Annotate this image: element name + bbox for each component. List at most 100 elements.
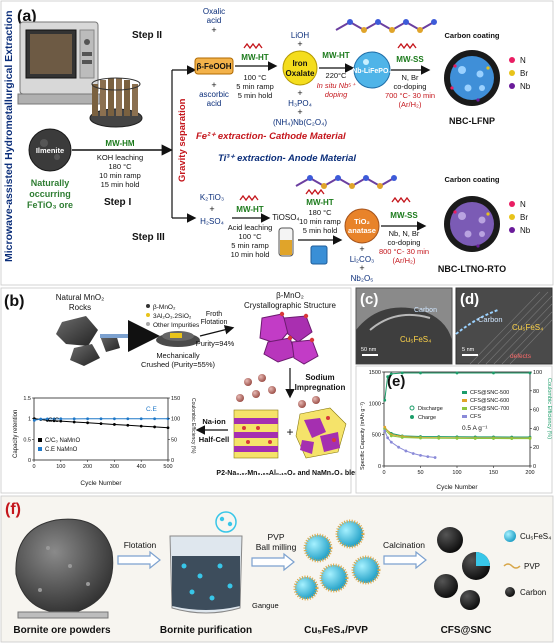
retention-ytick-label: 0: [28, 458, 31, 464]
discharge-label: Discharge: [418, 406, 443, 412]
capacity-legend-swatch-2: [462, 399, 467, 402]
panel-f-label: (f): [5, 501, 21, 518]
retention-y2tick-label: 150: [171, 396, 180, 402]
capacity-xtick-label: 50: [417, 470, 423, 476]
retention-series-1-point: [39, 417, 43, 421]
mwht4-line-2: 10 min ramp: [299, 217, 341, 226]
retention-series-0-point: [126, 423, 130, 427]
nbc-lfnp-particle: [444, 50, 500, 106]
retention-y2tick-label: 100: [171, 417, 180, 423]
mwss2-label: MW-SS: [390, 211, 418, 220]
tio2-anatase-sphere: [344, 208, 380, 244]
legend-pvp-line: [503, 563, 521, 569]
legend-cu5fes4-dot: [504, 530, 516, 542]
capacity-legend-swatch-4: [462, 415, 467, 418]
capacity-series-2-point: [400, 436, 404, 439]
capacity-legend-3: CFS@SNC-700: [470, 406, 509, 412]
rocks-line-2: Rocks: [69, 303, 91, 312]
feooh-label: β-FeOOH: [196, 62, 231, 71]
legend-nb-dot-bottom: [509, 227, 515, 233]
mwss1-label: MW-SS: [396, 55, 424, 64]
retention-y2tick-label: 0: [171, 458, 174, 464]
plus-8: +: [359, 263, 364, 273]
carbon-coating-top: Carbon coating: [444, 31, 499, 40]
retention-series-0-point: [72, 420, 76, 424]
capacity-series-2-point: [389, 434, 393, 438]
iron-oxalate-line-1: Iron: [292, 59, 307, 68]
capacity-ytick-label: 500: [372, 433, 381, 439]
capacity-series-3-point: [433, 456, 437, 459]
retention-series-1-point: [52, 417, 56, 421]
retention-legend-swatch-2: [38, 447, 42, 451]
mwss1-line-2: co-doping: [394, 82, 427, 91]
tioso4-vial: [278, 227, 294, 257]
legend-n-bottom: N: [520, 200, 526, 209]
panel-c-scale: 50 nm: [361, 347, 377, 353]
panel-d-scale: 5 nm: [462, 347, 475, 353]
capacity-y2tick-label: 100: [533, 370, 542, 376]
capacity-plot-frame: [383, 371, 531, 467]
retention-series-1-point: [153, 417, 157, 421]
mwht1-line-1: 100 °C: [243, 73, 267, 82]
crushed-pile: [156, 331, 200, 347]
capacity-series-2-point: [492, 437, 495, 440]
tioso4-beaker: [310, 245, 328, 265]
capacity-series-2-point: [528, 437, 532, 441]
capacity-y2label: Coulombic Efficiency (%): [546, 378, 552, 439]
retention-legend-1: C/C₀ NaMnO: [45, 438, 80, 444]
retention-xlabel: Cycle Number: [80, 480, 122, 487]
mwht1-label: MW-HT: [241, 53, 268, 62]
ore-line-2: occurring: [29, 189, 71, 199]
panel-d-carbon: Carbon: [478, 315, 503, 324]
capacity-series-2-point: [473, 437, 477, 440]
capacity-series-3-point: [389, 440, 393, 444]
retention-xtick-label: 100: [56, 464, 65, 470]
capacity-ylabel: Specific Capacity (mAh g⁻¹): [360, 402, 366, 470]
microwave-icon-2: [397, 42, 417, 50]
ballmill-arrow: [251, 552, 295, 572]
impurity-2: 3Al₂O₃.2SiO₂: [153, 313, 192, 320]
purification-beaker: [169, 511, 243, 614]
retention-xtick-label: 400: [137, 464, 146, 470]
sodium-line-2: Impregnation: [295, 383, 346, 392]
gangue-label: Gangue: [252, 601, 279, 610]
retention-series-0-point: [99, 422, 103, 426]
retention-series-1-point: [139, 417, 143, 421]
bornite-ore-label: Bornite ore powders: [13, 625, 111, 636]
capacity-xtick-label: 0: [382, 470, 385, 476]
step3-label: Step III: [132, 232, 165, 243]
legend-carbon: Carbon: [520, 588, 546, 597]
capacity-series-4-point: [389, 372, 393, 376]
mwht3-label: MW-HT: [236, 205, 263, 214]
ascorbic-line-1: ascorbic: [199, 90, 229, 99]
panel-d-defects: defects: [510, 353, 532, 360]
charge-label: Charge: [418, 415, 436, 421]
microwave-icon-4: [305, 188, 325, 196]
bornite-purif-label: Bornite purification: [160, 625, 252, 636]
retention-ytick-label: 0.5: [23, 437, 31, 443]
capacity-series-4-point: [419, 371, 422, 375]
charge-marker: [410, 415, 414, 419]
panel-a: Microwave-assisted Hydrometallurgical Ex…: [0, 0, 554, 286]
capacity-series-4-point: [383, 398, 387, 402]
legend-n-dot-bottom: [509, 201, 515, 207]
capacity-rate: 0.5 A g⁻¹: [462, 425, 488, 432]
cfs-snc-label: CFS@SNC: [441, 625, 492, 636]
retention-xtick-label: 0: [32, 464, 35, 470]
nbc-lfnp-label: NBC-LFNP: [449, 116, 495, 126]
naion-line-1: Na-ion: [202, 417, 226, 426]
k2ti-label: K₂TiO₃: [200, 193, 224, 202]
step2-label: Step II: [132, 30, 162, 41]
panel-a-side-title: Microwave-assisted Hydrometallurgical Ex…: [3, 10, 15, 262]
mwht2-temp: 220°C: [326, 71, 348, 80]
retention-series-0-point: [139, 424, 143, 428]
capacity-legend-swatch-1: [462, 391, 467, 394]
capacity-marks: [383, 371, 532, 459]
carbon-coating-bottom: Carbon coating: [444, 175, 499, 184]
retention-anno-cc0: C/C₀: [48, 417, 62, 424]
legend-other-dot: [146, 322, 150, 326]
iron-oxalate-line-2: Oxalate: [286, 69, 315, 78]
p2-structure: [233, 409, 279, 459]
mwht4-line-3: 5 min hold: [303, 226, 338, 235]
